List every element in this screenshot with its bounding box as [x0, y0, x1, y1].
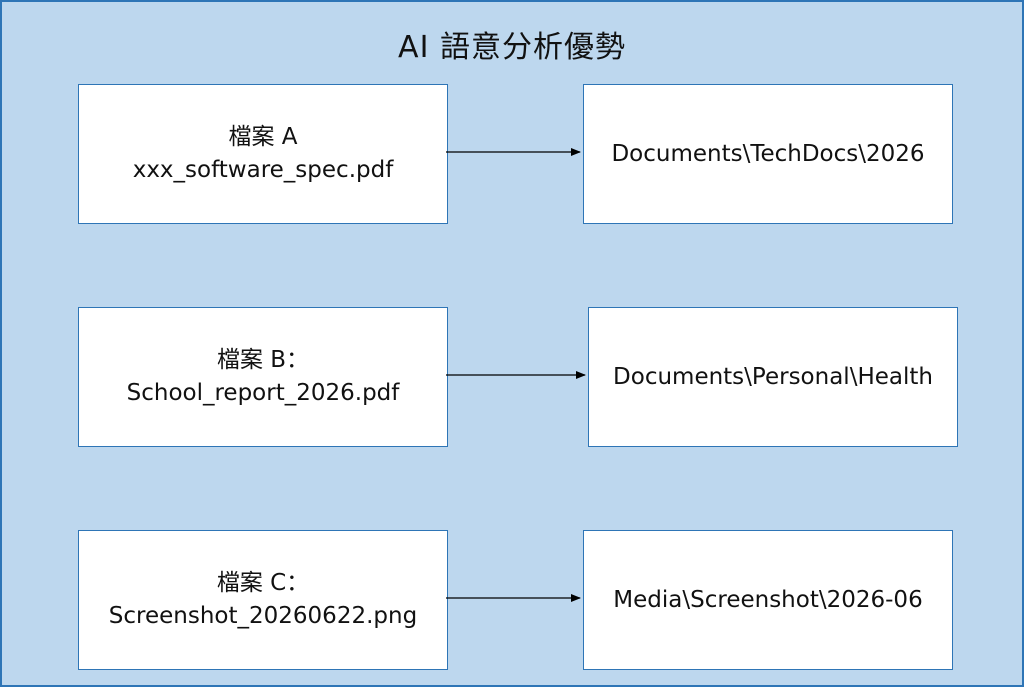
source-file-box-a: 檔案 A xxx_software_spec.pdf	[78, 84, 448, 224]
source-file-label: 檔案 A	[228, 124, 298, 150]
destination-folder-box-a: Documents\TechDocs\2026	[583, 84, 953, 224]
diagram-title: AI 語意分析優勢	[398, 30, 626, 65]
destination-path: Documents\TechDocs\2026	[611, 140, 925, 167]
source-file-label: 檔案 B：	[216, 347, 310, 373]
source-file-name: School_report_2026.pdf	[126, 380, 400, 406]
source-file-name: xxx_software_spec.pdf	[132, 157, 394, 183]
destination-path: Documents\Personal\Health	[613, 363, 933, 390]
source-file-box-b: 檔案 B： School_report_2026.pdf	[78, 307, 448, 447]
source-file-name: Screenshot_20260622.png	[108, 603, 418, 629]
source-file-label: 檔案 C：	[216, 570, 310, 596]
destination-path: Media\Screenshot\2026-06	[613, 586, 923, 613]
destination-folder-box-c: Media\Screenshot\2026-06	[583, 530, 953, 670]
source-file-box-c: 檔案 C： Screenshot_20260622.png	[78, 530, 448, 670]
destination-folder-box-b: Documents\Personal\Health	[588, 307, 958, 447]
